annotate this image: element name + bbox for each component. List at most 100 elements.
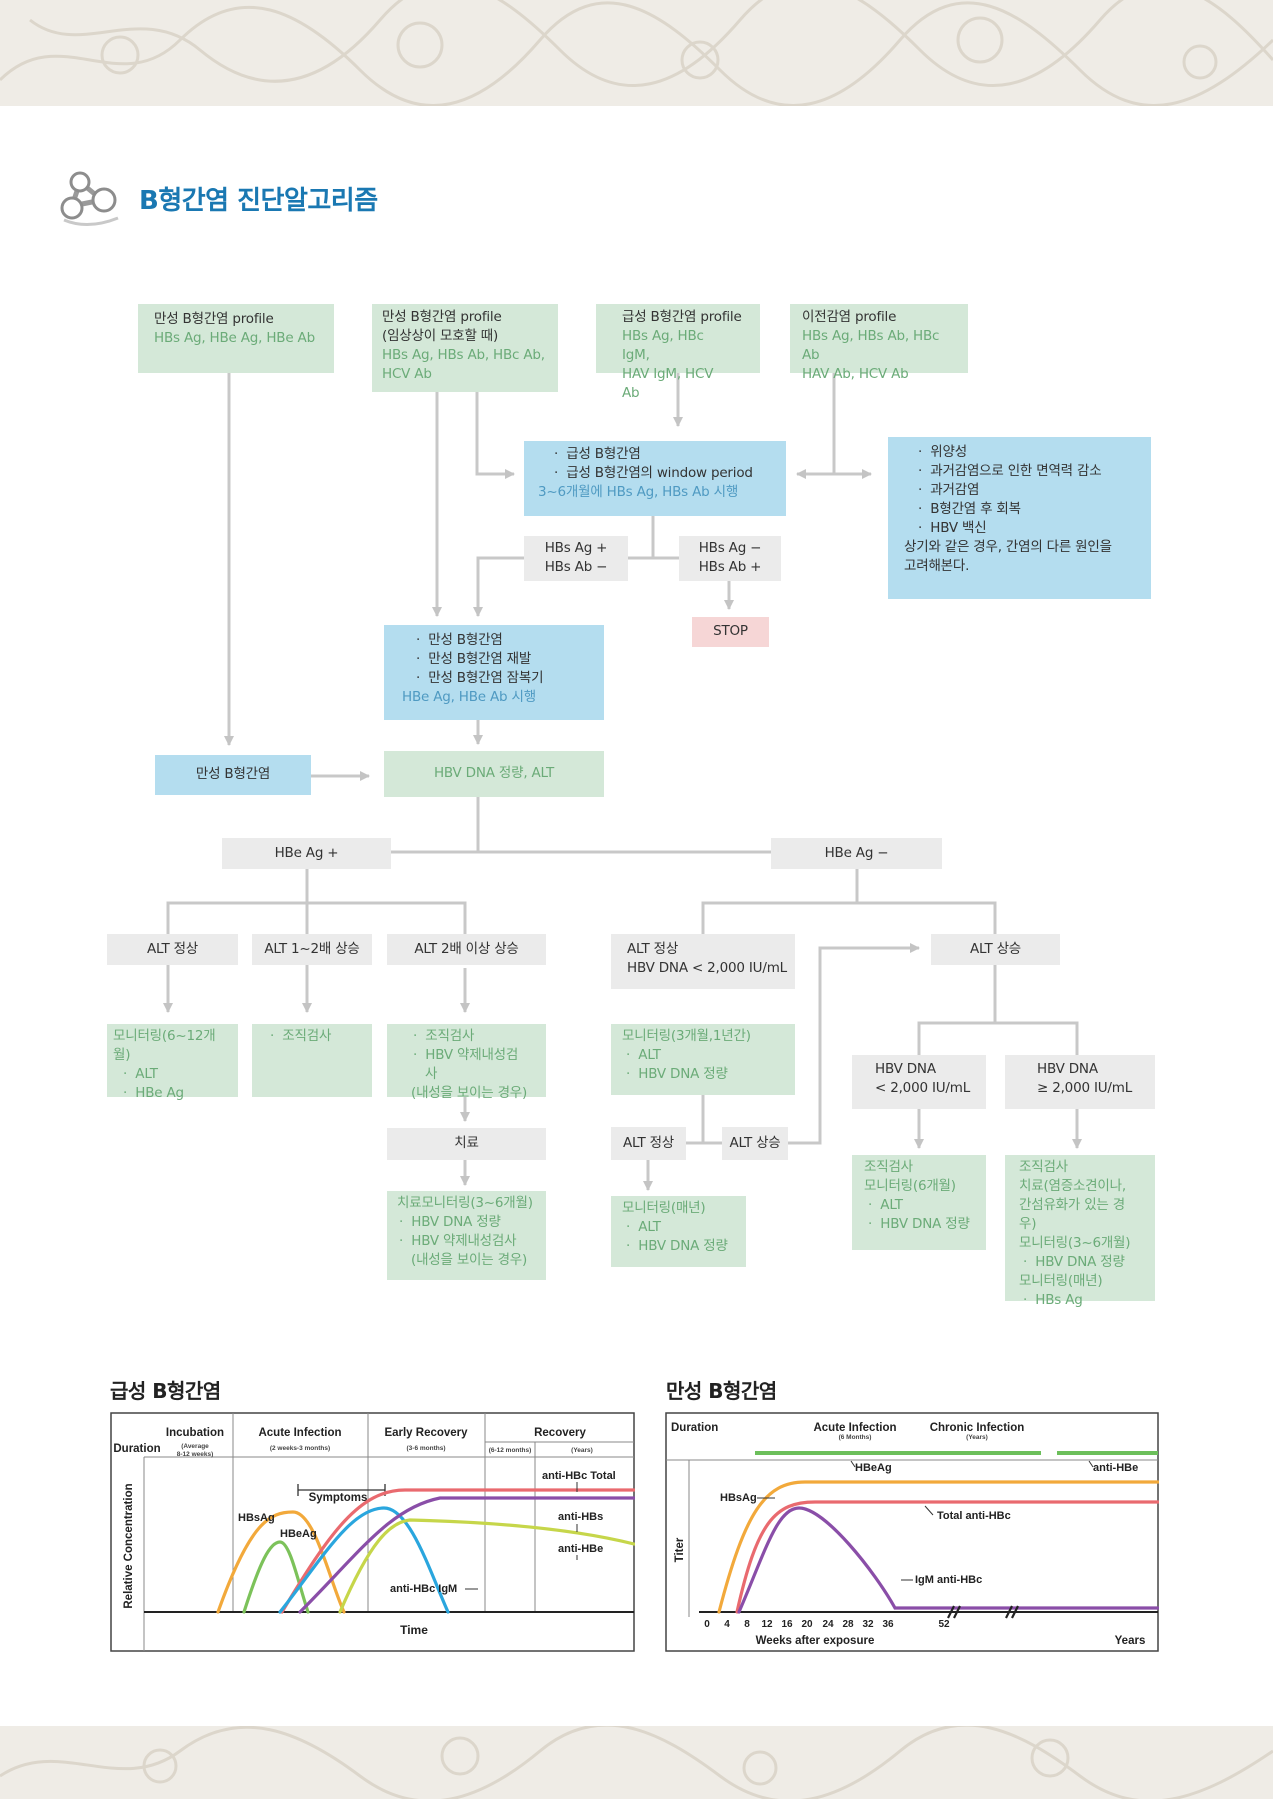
chronic-phase-sub: (Years): [966, 1434, 988, 1441]
list-item: 급성 B형간염의 window period: [552, 464, 776, 483]
box-line: 조직검사: [864, 1159, 913, 1175]
profile-markers: HBs Ag, HBe Ag, HBe Ab: [154, 330, 315, 346]
x-tick-label: 16: [781, 1619, 793, 1630]
box-line: 치료(염증소견이나,: [1019, 1178, 1126, 1194]
box-title: 모니터링(매년): [622, 1200, 706, 1216]
profile-markers: HCV Ab: [382, 366, 432, 382]
list-item: HBV DNA 정량: [622, 1065, 784, 1084]
list-item: HBV DNA 정량: [864, 1215, 974, 1234]
box-label: ALT 정상: [146, 941, 199, 957]
dna-ge-outcome-box: 조직검사 치료(염증소견이나, 간섬유화가 있는 경우) 모니터링(3~6개월)…: [1005, 1155, 1155, 1308]
hbeag-positive-box: HBe Ag +: [222, 838, 391, 869]
x-tick-label: 28: [842, 1619, 854, 1630]
box-title: 치료모니터링(3~6개월): [397, 1195, 533, 1211]
dna-ge-2000-box: HBV DNA ≥ 2,000 IU/mL: [1005, 1055, 1155, 1109]
box-note: (내성을 보이는 경우): [411, 1085, 528, 1101]
label-anti-hbc-total: anti-HBc Total: [542, 1470, 616, 1482]
profile-markers: HBs Ag, HBc IgM,: [622, 328, 704, 363]
box-label: ALT 정상: [627, 941, 679, 957]
symptoms-label: Symptoms: [309, 1492, 368, 1504]
prior-infection-box: 위양성 과거감염으로 인한 면역력 감소 과거감염 B형간염 후 회복 HBV …: [888, 437, 1151, 599]
profile-markers: HBs Ag, HBs Ab, HBc Ab,: [382, 347, 545, 363]
x-axis-label: Time: [400, 1623, 428, 1637]
x-axis-label-years: Years: [1115, 1635, 1146, 1647]
curve-hbsag: [717, 1480, 1159, 1614]
list-item: 급성 B형간염: [552, 445, 776, 464]
box-label: ALT 상승: [969, 941, 1022, 957]
hbeag-negative-box: HBe Ag −: [771, 838, 942, 869]
treatment-box: 치료: [387, 1128, 546, 1160]
x-tick-label: 36: [882, 1619, 894, 1630]
dna-lt-outcome-box: 조직검사 모니터링(6개월) ALT HBV DNA 정량: [852, 1155, 986, 1250]
list-item: 조직검사: [268, 1027, 356, 1046]
alt-normal-2-box: ALT 정상: [611, 1127, 686, 1160]
box-line: 모니터링(3~6개월): [1019, 1235, 1131, 1251]
acute-profile-box: 급성 B형간염 profile HBs Ag, HBc IgM, HAV IgM…: [596, 304, 760, 401]
alt-up-box: ALT 상승: [931, 934, 1060, 965]
box-label: 치료: [454, 1135, 479, 1151]
header-band: [0, 0, 1273, 106]
x-axis-label: Weeks after exposure: [756, 1635, 875, 1647]
label-hbeag: HBeAg: [855, 1462, 892, 1474]
box-line: 간섬유화가 있는 경우): [1019, 1197, 1125, 1232]
acute-phase-sub: (6 Months): [839, 1434, 872, 1441]
box-label: HBV DNA 정량, ALT: [433, 765, 555, 781]
box-label: HBV DNA < 2,000 IU/mL: [627, 960, 787, 976]
list-item: ALT: [113, 1065, 232, 1084]
phase-early-sub: (3-6 months): [407, 1445, 446, 1452]
treatment-monitoring-box: 치료모니터링(3~6개월) HBV DNA 정량 HBV 약제내성검사 (내성을…: [387, 1191, 546, 1280]
curve-hbsag: [216, 1510, 346, 1614]
split-label: HBs Ab +: [698, 559, 762, 575]
profile-note: (임상상이 모호할 때): [382, 328, 499, 344]
curve-anti-hbs: [278, 1506, 450, 1614]
list-item: ALT: [622, 1218, 735, 1237]
stop-label: STOP: [713, 623, 748, 639]
box-note: HBe Ag, HBe Ab 시행: [402, 689, 536, 705]
stop-box: STOP: [692, 617, 769, 647]
monitoring-yearly-box: 모니터링(매년) ALT HBV DNA 정량: [611, 1196, 746, 1267]
phase-early-recovery: Early Recovery: [384, 1427, 468, 1439]
split-label: HBs Ag +: [544, 540, 608, 556]
y-axis-label: Titer: [674, 1537, 686, 1562]
floral-pattern-icon: [0, 0, 1273, 106]
box-label: HBe Ag −: [824, 845, 889, 861]
label-hbeag: HBeAg: [280, 1528, 317, 1540]
box-line: 모니터링(6개월): [864, 1178, 956, 1194]
curve-anti-hbc-total: [280, 1488, 635, 1614]
alt-normal-box: ALT 정상: [107, 934, 238, 965]
duration-label: Duration: [113, 1443, 160, 1455]
box-title: 모니터링(6~12개월): [113, 1028, 216, 1063]
box-title: 모니터링(3개월,1년간): [622, 1028, 751, 1044]
alt-1to2-box: ALT 1~2배 상승: [252, 934, 372, 965]
list-item: 만성 B형간염: [414, 631, 594, 650]
duration-label: Duration: [671, 1422, 718, 1434]
label-anti-hbe: anti-HBe: [558, 1543, 603, 1555]
list-item: ALT: [622, 1046, 784, 1065]
label-anti-hbc-igm: anti-HBc IgM: [390, 1583, 457, 1595]
list-item: HBV 백신: [916, 519, 1135, 538]
axis-break: [1005, 1605, 1013, 1619]
axis-break: [953, 1605, 961, 1619]
box-label: HBV DNA: [1037, 1061, 1098, 1077]
chronic-chart-title: 만성 B형간염: [666, 1379, 777, 1403]
box-label: ALT 1~2배 상승: [264, 941, 360, 957]
list-item: 위양성: [916, 443, 1135, 462]
chronic-hbv-chart: Duration Acute Infection Chronic Infecti…: [665, 1412, 1159, 1652]
y-axis-label: Relative Concentration: [123, 1483, 135, 1608]
profile-title: 이전감염 profile: [802, 309, 897, 325]
list-item: HBV DNA 정량: [1019, 1253, 1141, 1272]
x-tick-label: 0: [704, 1619, 710, 1630]
list-item: HBs Ag: [1019, 1291, 1141, 1310]
curve-igm-anti-hbc: [737, 1506, 1159, 1614]
box-line: 모니터링(매년): [1019, 1273, 1103, 1289]
chronic-hepatitis-label-box: 만성 B형간염: [155, 755, 311, 795]
acute-hbv-chart: Duration Incubation Acute Infection Earl…: [110, 1412, 635, 1652]
box-label: ALT 정상: [622, 1135, 675, 1151]
box-label: ≥ 2,000 IU/mL: [1037, 1080, 1133, 1096]
chronic-hepatitis-box: 만성 B형간염 만성 B형간염 재발 만성 B형간염 잠복기 HBe Ag, H…: [384, 625, 604, 720]
phase-recovery: Recovery: [534, 1427, 586, 1439]
box-label: ALT 2배 이상 상승: [414, 941, 519, 957]
alt-2x-box: ALT 2배 이상 상승: [387, 934, 546, 965]
list-item: HBV 약제내성검사: [397, 1232, 536, 1251]
curve-anti-hbe: [338, 1518, 635, 1614]
